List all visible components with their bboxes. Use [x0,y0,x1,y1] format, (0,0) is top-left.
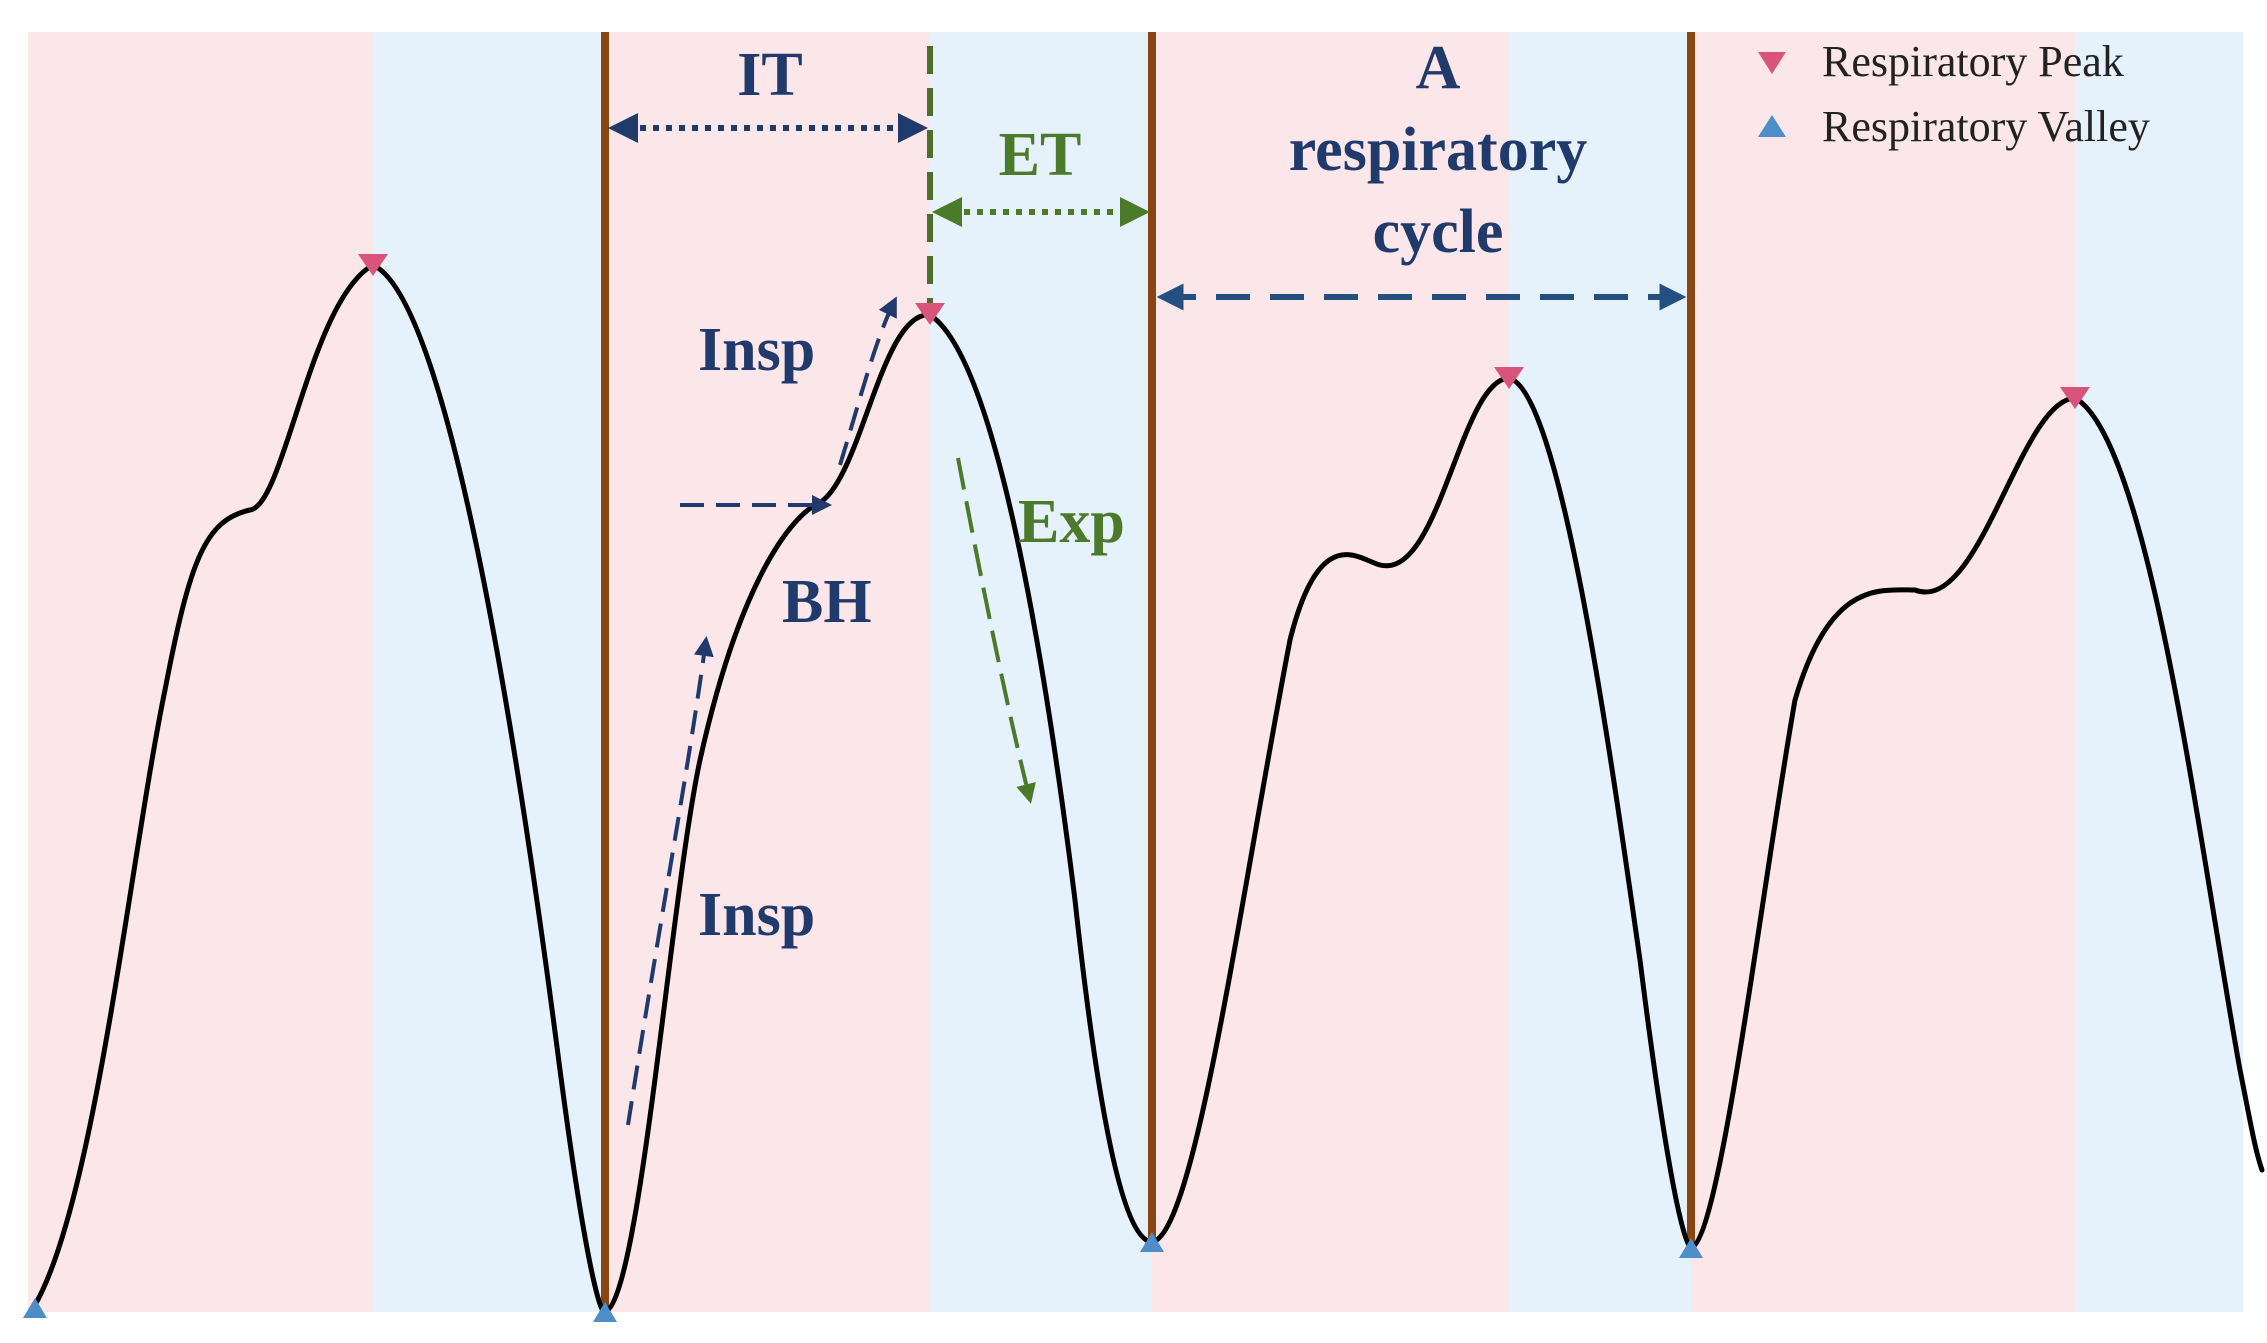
exp-arrow [956,457,1036,804]
respiratory-waveform [32,262,2265,1315]
insp-lower-label: Insp [698,881,815,949]
legend-peak-label: Respiratory Peak [1822,37,2124,86]
exp-label: Exp [1018,488,1125,556]
cycle-label-line2: respiratory [1289,116,1587,184]
insp-lower-arrow [626,636,714,1126]
expiration-band [2075,32,2243,1312]
respiratory-peak-markers [358,254,2090,409]
triangle-down-icon [1758,52,1786,74]
phase-bands [28,32,2243,1312]
valley-marker [1140,1232,1164,1252]
legend: Respiratory Peak Respiratory Valley [1758,37,2150,151]
peak-marker [358,254,388,276]
cycle-label-line1: A [1416,34,1461,102]
peak-marker [1494,367,1524,389]
insp-upper-arrow [838,296,897,466]
peak-marker [915,303,945,325]
bh-label: BH [782,568,872,636]
valley-marker [1679,1238,1703,1258]
inspiration-band [605,32,930,1312]
respiratory-valley-markers [23,1232,1703,1322]
et-label: ET [999,121,1082,189]
inspiration-band [28,32,373,1312]
legend-valley-label: Respiratory Valley [1822,102,2150,151]
triangle-up-icon [1758,115,1786,137]
valley-marker [593,1302,617,1322]
inspiration-band [1691,32,2075,1312]
it-label: IT [737,41,802,109]
expiration-band [373,32,605,1312]
cycle-boundaries [601,32,1695,1312]
inspiration-band [1152,32,1509,1312]
cycle-label-line3: cycle [1373,198,1504,266]
valley-marker [23,1298,47,1318]
peak-marker [2060,387,2090,409]
insp-upper-label: Insp [698,316,815,384]
